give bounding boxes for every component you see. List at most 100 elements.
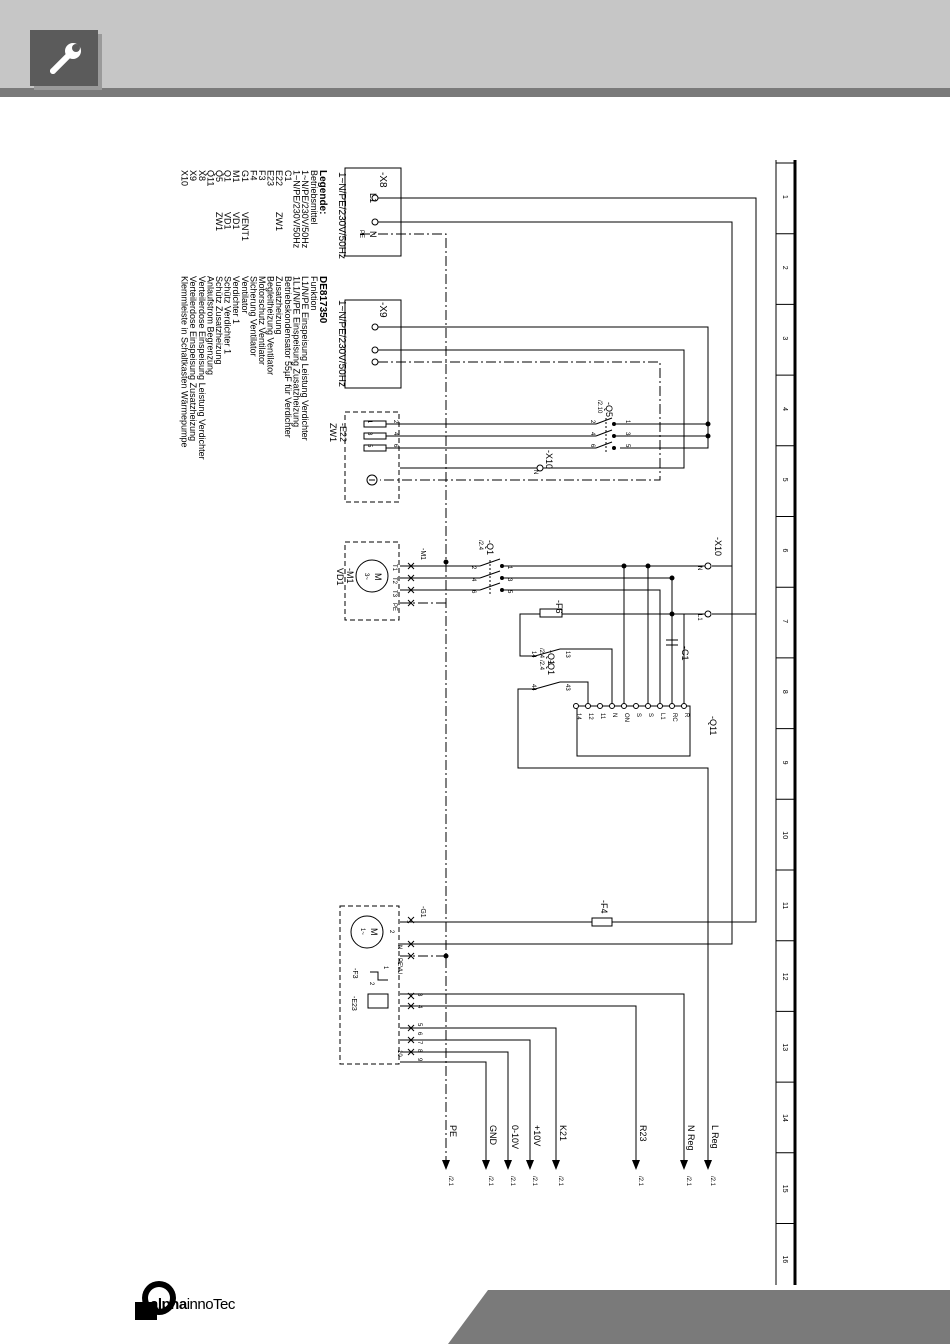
legend-code-group: Q1 [223,170,233,182]
legend-code-group: 1~N/PE/230V/50Hz [300,170,310,249]
junction-dot [669,575,675,581]
contact-point [500,576,504,580]
m1-name-outer: -M1 [345,568,355,584]
g1-name: -G1 [419,906,426,918]
q5-ref: /2.10 [596,400,602,414]
x10a-name: -X10 [544,450,554,469]
terminal-cross [407,940,415,948]
legend-desc: Verdichter 1 [231,276,241,324]
terminal-circle [371,323,379,331]
column-number: 2 [781,266,788,270]
bt-6: 6 [416,1032,422,1036]
output-ref-group: /2.1 [447,1176,453,1187]
wire-plus10v [400,1039,531,1160]
terminal-cross [407,1024,415,1032]
legend-desc-group: Verteilerdose Einspeisung Zusatzheizung [188,276,198,441]
legend-sub: VENT1 [240,212,250,241]
bt-10: 10 [396,1050,402,1057]
q5-pin-2: 2 [589,420,595,424]
m1-pe: PE [391,603,397,611]
wire-l1-to-f4 [612,614,757,923]
legend-code: Q11 [205,170,215,186]
ground-symbol [366,474,378,486]
legend-desc: Verteilerdose Einspeisung Zusatzheizung [188,276,198,441]
column-number: 1 [781,195,788,199]
q5-pin-1: 1 [624,420,630,424]
output-label-group: N Reg [686,1125,696,1151]
column-number-group: 6 [781,549,788,553]
q11-t-r: R [683,713,689,718]
e22-pin-1: 1 [366,420,372,424]
junction-dot [669,611,675,617]
x10b-name: -X10 [713,537,723,556]
logo-wordmark: alphainnoTec [150,1296,235,1313]
q1-aux2-pin-43: 43 [564,684,570,691]
legend-code: 1~N/PE/230V/50Hz [291,170,301,249]
q11-t-n: N [611,713,617,717]
output-label-group: GND [488,1125,498,1146]
output-label: R23 [638,1125,648,1142]
output-ref: /2.1 [509,1176,515,1187]
legend-head-right: Funktion [309,276,319,311]
legend-desc: Verteilerdose Einspeisung Leistung Verdi… [197,276,207,460]
terminal-circle [704,610,712,618]
output-label-group: R23 [638,1125,648,1142]
q11-terminal [621,703,627,709]
column-number-group: 13 [781,1043,788,1051]
output-ref-group: /2.1 [685,1176,691,1187]
terminal-cross [407,599,415,607]
output-label-group: K21 [558,1125,568,1141]
contact-point [612,446,616,450]
column-number: 12 [781,973,788,981]
terminal-circle [371,218,379,226]
output-arrow [704,1160,712,1170]
g1-t2: 2 [388,930,394,934]
terminal-circle [371,346,379,354]
e22-pin-2: 2 [392,420,398,424]
legend-code: M1 [231,170,241,183]
q1-aux2-name: -Q1 [546,660,556,675]
output-ref: /2.1 [557,1176,563,1187]
legend-head-left: Betriebsmittel [309,170,319,225]
q11-terminal [633,703,639,709]
e22-name: -E22 [338,423,348,442]
q1-aux2-pin-44: 44 [530,684,536,691]
q11-terminal [597,703,603,709]
legend-desc: Schütz Verdichter 1 [223,276,233,354]
wire-k21 [400,1027,557,1160]
q5-name: -Q5 [604,402,614,417]
column-number: 7 [781,619,788,623]
q11-t-on: ON [623,713,629,722]
legend-desc: 1L1/N/PE Einspeisung Zusatzheizung [291,276,301,427]
column-number: 16 [781,1256,788,1264]
legend-desc: Zusatzheizung [274,276,284,335]
column-number: 5 [781,478,788,482]
wire-gnd [400,1061,487,1160]
heating-element [363,444,387,452]
legend-desc: Klemmleiste in Schaltkasten Wärmepumpe [180,276,190,448]
x8-name: -X8 [377,172,388,188]
junction-dot [443,559,449,565]
legend-head-left-group: Betriebsmittel [309,170,319,225]
m1-t1: T1 [391,564,397,572]
q11-terminal [669,703,675,709]
heater-e22: -E22 ZW1 1 3 5 2 4 6 [328,420,398,448]
fuse-f4-body [591,917,613,927]
output-ref-group: /2.1 [531,1176,537,1187]
wire-pe-bus [360,233,447,1160]
column-number-group: 4 [781,407,788,411]
legend-code-group: Q11 [205,170,215,186]
q1-contact-blade [479,570,501,579]
output-signals: L Reg/2.1N Reg/2.1R23/2.1K21/2.1+10V/2.1… [442,1125,720,1187]
m1-sub: VD1 [335,568,345,586]
column-number-group: 7 [781,619,788,623]
output-label-group: PE [448,1125,458,1137]
contactor-q1-main: -Q1 /2.4 1 3 5 2 4 6 [470,540,512,594]
legend-code-group: E22 [274,170,284,186]
output-arrow [680,1160,688,1170]
output-ref: /2.1 [637,1176,643,1187]
legend-desc: Begleitheizung Ventilator [266,276,276,375]
legend-code-group: M1 [231,170,241,183]
legend-code-group: C1 [283,170,293,182]
